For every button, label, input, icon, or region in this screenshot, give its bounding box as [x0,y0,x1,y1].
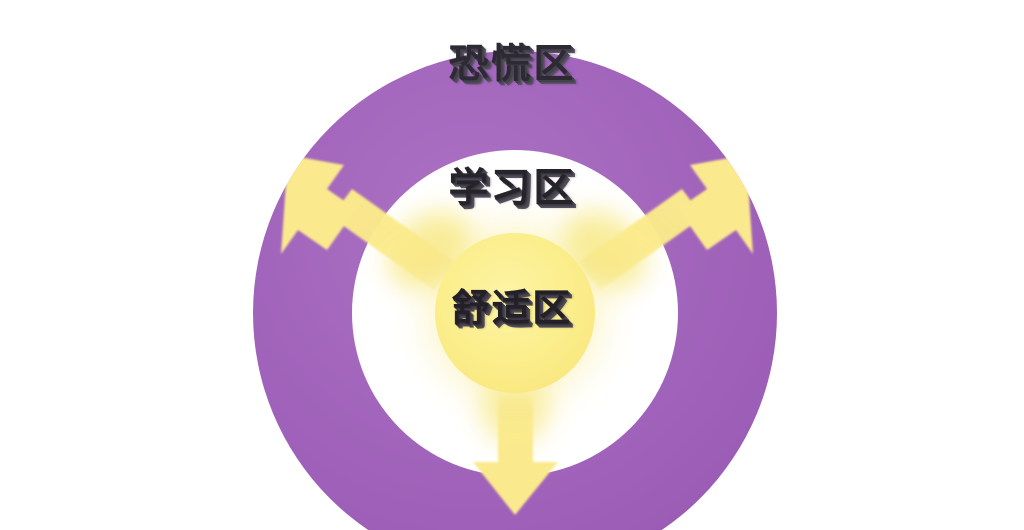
arrow-upper-right[interactable] [579,155,753,290]
zone-comfort-core[interactable] [435,233,595,393]
arrow-upper-left[interactable] [281,155,455,290]
arrow-down[interactable] [473,395,558,515]
zone-label-panic: 恐慌区 [448,42,576,86]
zone-label-comfort: 舒适区 [451,288,573,330]
arrow-group [281,155,753,515]
zone-label-learning: 学习区 [448,166,576,210]
